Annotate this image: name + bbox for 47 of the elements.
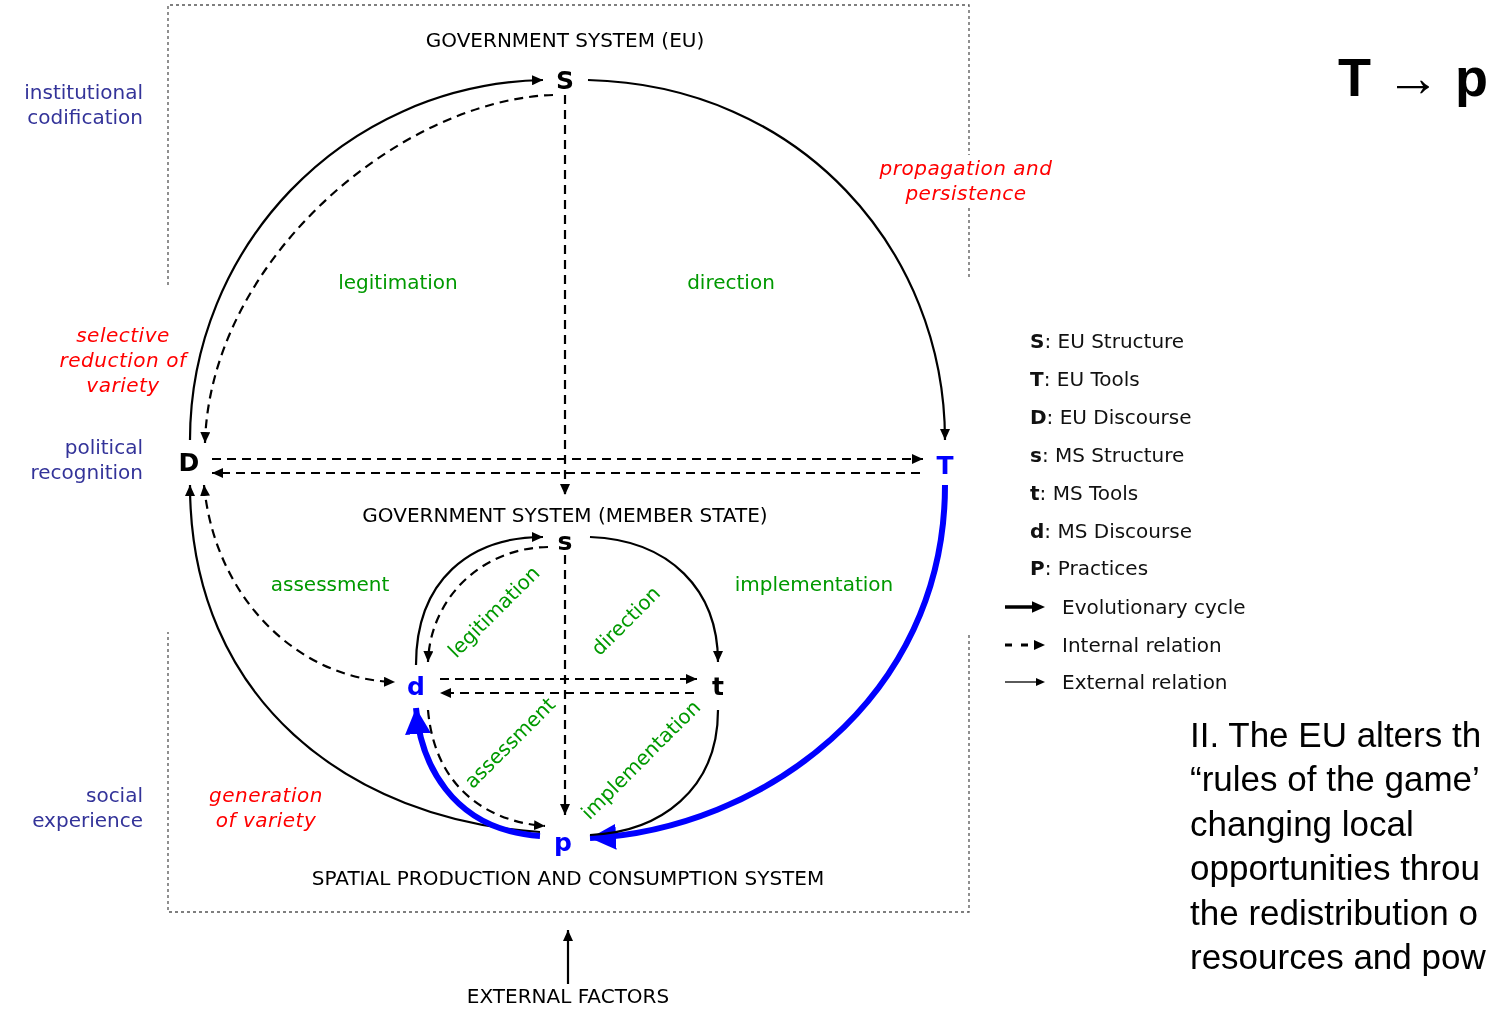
variable-letter: p: [552, 829, 574, 855]
process-label: generation of variety: [208, 783, 324, 833]
legend-text: External relation: [1062, 670, 1228, 694]
arrow: [414, 532, 544, 666]
dashed-arrow: [560, 95, 570, 495]
arrow: [587, 78, 950, 441]
key-entry: t: MS Tools: [1030, 480, 1139, 506]
variable-letter: S: [554, 67, 576, 93]
arrow: [406, 707, 541, 839]
arrow: [563, 930, 573, 984]
key-entry: d: MS Discourse: [1030, 518, 1192, 543]
variable-letter: D: [176, 449, 202, 475]
key-entry: s: MS Structure: [1030, 442, 1185, 468]
dashed-arrow: [426, 709, 546, 830]
relation-label: direction: [687, 269, 775, 295]
variable-letter: d: [405, 673, 427, 699]
dashed-arrow: [212, 454, 923, 464]
variable-letter: T: [934, 452, 956, 478]
dashed-arrow: [212, 468, 920, 478]
body-paragraph: II. The EU alters th “rules of the game’ changing local opportunities throu the redistribution o resources and pow: [1190, 714, 1487, 979]
dashed-arrow: [440, 674, 697, 684]
relation-label: implementation: [734, 571, 894, 597]
process-label: propagation and persistence: [878, 156, 1054, 206]
key-entry: S: EU Structure: [1030, 328, 1185, 354]
variable-letter: s: [555, 528, 575, 554]
side-label: social experience: [31, 783, 143, 833]
legend-text: Internal relation: [1062, 632, 1222, 657]
heading-text: SPATIAL PRODUCTION AND CONSUMPTION SYSTEM: [311, 865, 825, 891]
dashed-arrow: [424, 545, 549, 663]
heading-text: GOVERNMENT SYSTEM (EU): [425, 27, 705, 53]
key-entry: P: Practices: [1030, 555, 1149, 581]
arrow: [589, 535, 723, 663]
relation-label: legitimation: [338, 269, 458, 295]
variable-letter: t: [710, 673, 726, 699]
dashed-arrow: [560, 555, 570, 815]
key-entry: D: EU Discourse: [1030, 404, 1192, 430]
key-entry: T: EU Tools: [1030, 366, 1140, 392]
legend-text: Evolutionary cycle: [1062, 595, 1246, 619]
dashed-arrow: [440, 688, 694, 698]
dashed-arrow: [200, 484, 396, 686]
arrow: [589, 484, 948, 849]
side-label: institutional codification: [23, 80, 143, 130]
relation-label: assessment: [270, 571, 390, 597]
side-label: political recognition: [29, 435, 143, 485]
arrow: [185, 484, 541, 834]
process-label: selective reduction of variety: [58, 322, 190, 398]
connector-line: [589, 709, 720, 837]
